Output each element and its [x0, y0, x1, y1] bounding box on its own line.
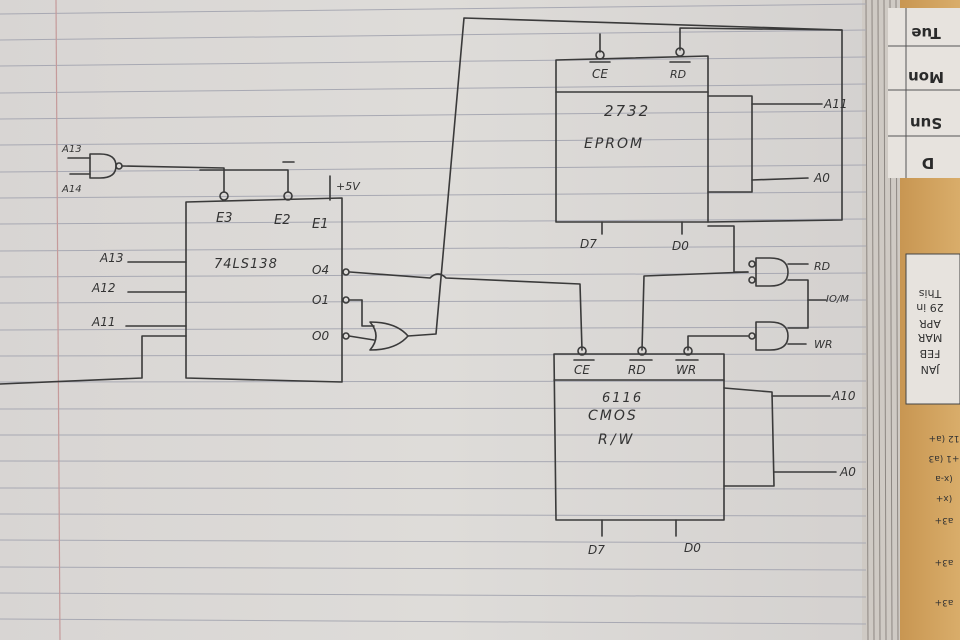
calendar-formula-7: a3+: [935, 597, 954, 607]
calendar-note-mid: 29 in: [916, 301, 944, 314]
wire-rd-to-ram: [641, 271, 749, 351]
calendar-background: Tue Mon Sun D This 29 in APR MAR FEB JAN…: [888, 0, 960, 640]
calendar-month-2: FEB: [920, 347, 941, 360]
calendar-day-2: Mon: [908, 68, 944, 86]
wire-e2: [199, 169, 289, 193]
decoder-o1-label: O1: [312, 293, 329, 307]
ram-wr-label: WR: [676, 363, 696, 377]
control-rd-label: RD: [814, 260, 830, 273]
ram-d7-label: D7: [588, 543, 605, 557]
control-wr-label: WR: [814, 338, 833, 351]
calendar-day-4: D: [922, 154, 934, 172]
wire-o4-to-ram-ce: [349, 271, 583, 351]
decoder-e3-label: E3: [216, 211, 233, 226]
calendar-day-1: Tue: [911, 24, 940, 42]
wire-iom-split: [787, 279, 809, 329]
ram-a10-label: A10: [831, 389, 856, 403]
decoder-a11-label: A11: [91, 315, 115, 329]
ram-d0-label: D0: [684, 541, 701, 555]
ram-tech-label: CMOS: [588, 408, 638, 424]
calendar-day-3: Sun: [910, 114, 942, 132]
decoder-o4-label: O4: [312, 263, 329, 277]
control-gate-rd: [748, 257, 789, 287]
eprom-address-bus: [707, 95, 753, 193]
ram-a0-label: A0: [839, 465, 856, 479]
eprom-a0-label: A0: [813, 171, 830, 185]
decoder-a12-label: A12: [91, 281, 115, 295]
calendar-note-top: This: [918, 287, 942, 300]
wire-eprom-a0: [751, 177, 809, 181]
wire-wr-to-ram: [687, 335, 749, 351]
decoder-e2-label: E2: [274, 213, 291, 228]
eprom-a11-label: A11: [823, 97, 847, 111]
and-gate: [67, 153, 123, 179]
and-input-a13-label: A13: [61, 144, 82, 155]
decoder-74ls138: [185, 191, 343, 383]
eprom-d0-label: D0: [672, 239, 689, 253]
decoder-a13-label: A13: [99, 251, 123, 265]
o4-bubble: [342, 268, 350, 276]
paper-page: [0, 0, 880, 640]
decoder-e1-label: E1: [312, 217, 329, 232]
decoder-supply-label: +5V: [336, 180, 361, 193]
eprom-ce-label: CE: [592, 67, 608, 81]
control-gate-wr: [748, 321, 789, 351]
decoder-o0-label: O0: [312, 329, 329, 343]
eprom-part-label: 2732: [604, 102, 650, 120]
ram-address-bus: [723, 387, 775, 487]
calendar-formula-4: (x+: [936, 493, 952, 503]
eprom-type-label: EPROM: [584, 136, 644, 152]
calendar-formula-3: (x-a: [935, 473, 953, 483]
eprom-2732: [555, 47, 709, 223]
and-input-a14-label: A14: [61, 184, 82, 195]
or-gate: [348, 299, 409, 351]
ram-part-label: 6116: [602, 391, 643, 406]
eprom-d7-label: D7: [580, 237, 597, 251]
ram-6116: [553, 346, 725, 521]
wire-and-to-e3: [121, 165, 225, 193]
wire-ground-return: [0, 335, 187, 385]
calendar-formula-2: +1 (a3: [929, 453, 960, 463]
calendar-month-3: MAR: [917, 331, 942, 344]
decoder-part-label: 74LS138: [214, 257, 278, 272]
ram-type-label: R/W: [598, 432, 635, 448]
calendar-formula-6: a3+: [935, 557, 954, 567]
ram-rd-label: RD: [628, 363, 646, 377]
ruled-lines: [0, 3, 867, 625]
calendar-month-1: JAN: [921, 363, 941, 376]
control-iom-label: IO/M: [826, 294, 849, 305]
ram-ce-label: CE: [574, 363, 590, 377]
wire-eprom-rd-loop: [679, 27, 843, 223]
calendar-formula-5: a3+: [935, 515, 954, 525]
calendar-month-4: APR: [919, 317, 941, 330]
margin-line: [55, 0, 61, 640]
eprom-rd-label: RD: [670, 68, 686, 81]
calendar-formula-1: 12 (a+: [929, 433, 960, 443]
wire-or-to-eprom-ce: [407, 17, 843, 337]
